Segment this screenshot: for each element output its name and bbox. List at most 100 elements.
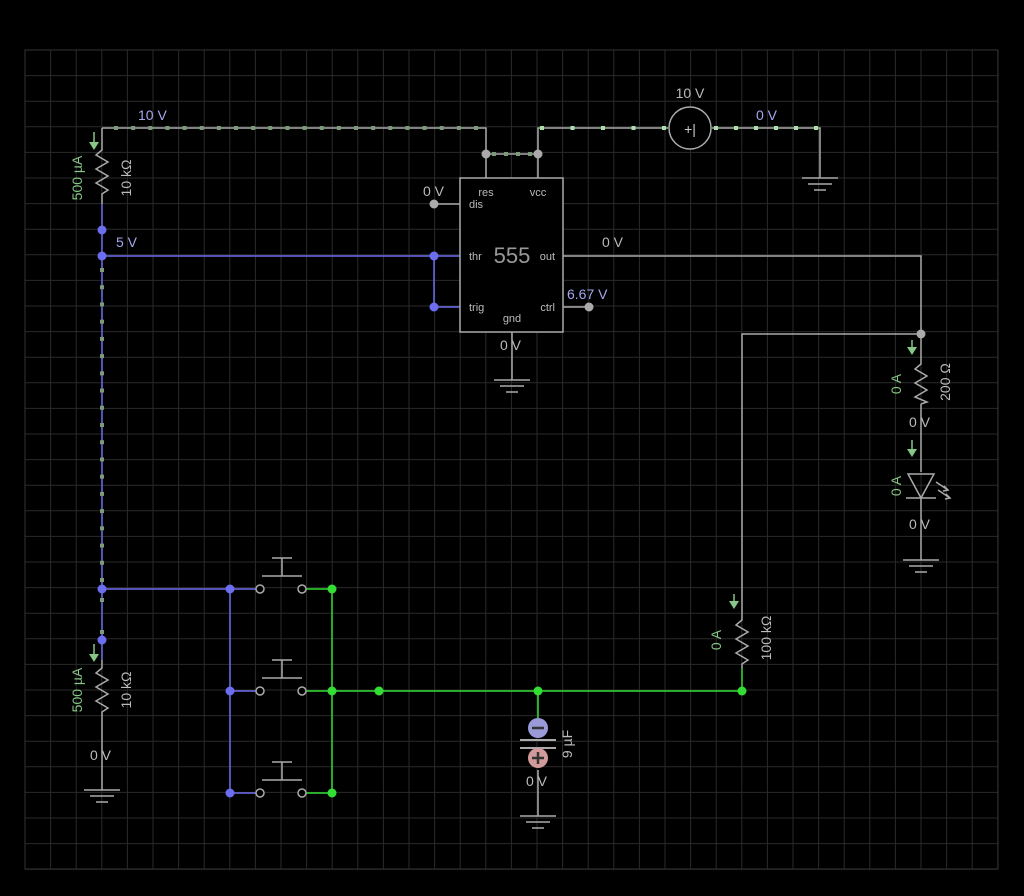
flow-dot: [100, 543, 104, 548]
push-switch-3[interactable]: [255, 761, 307, 798]
labels: 10 V 10 V 0 V 500 µA 10 kΩ 5 V 0 V 0 V 6…: [69, 85, 953, 789]
flow-dot: [371, 126, 376, 130]
ground-555-icon: [494, 379, 530, 393]
ground-cap-icon: [520, 815, 556, 829]
r200-current: 0 A: [888, 373, 904, 394]
resistor-r1[interactable]: [94, 138, 110, 204]
current-arrow-icon: [907, 340, 917, 355]
node: [97, 584, 107, 594]
current-arrow-icon: [89, 644, 99, 662]
wire-source-ground: [712, 127, 821, 178]
flow-dot: [100, 423, 104, 427]
r100k-current: 0 A: [708, 629, 724, 650]
flow-dot: [100, 578, 104, 582]
timer-title: 555: [494, 243, 531, 268]
r1-current: 500 µA: [69, 155, 85, 200]
gnd-voltage: 0 V: [500, 337, 522, 353]
node: [97, 635, 107, 645]
wire-vcc-right: [537, 127, 668, 178]
wire-out: [563, 255, 922, 334]
node: [429, 302, 439, 312]
flow-dot: [516, 152, 520, 156]
led[interactable]: [906, 473, 952, 500]
source-symbol: +|: [684, 121, 696, 137]
pin-trig-label: trig: [469, 302, 484, 314]
wire-r100k-top: [741, 333, 921, 614]
flow-dot: [268, 126, 273, 130]
flow-dot: [148, 126, 153, 130]
capacitor[interactable]: [520, 718, 556, 768]
flow-dot: [388, 126, 393, 130]
flow-dot: [474, 126, 478, 130]
flow-dot: [100, 268, 104, 272]
source-right-voltage: 0 V: [756, 107, 778, 123]
pin-out-label: out: [540, 251, 555, 263]
current-flow-dots: [100, 126, 818, 634]
flow-dot: [814, 126, 818, 130]
r2-value: 10 kΩ: [118, 672, 134, 709]
node: [481, 149, 491, 159]
ground-led-icon: [903, 559, 939, 573]
push-switch-2[interactable]: [255, 659, 307, 696]
node: [97, 225, 107, 235]
r200-bottom-voltage: 0 V: [909, 414, 931, 430]
led-bottom-voltage: 0 V: [909, 516, 931, 532]
flow-dot: [165, 126, 170, 130]
flow-dot: [601, 126, 605, 130]
resistor-200[interactable]: [913, 358, 930, 405]
flow-dot: [100, 509, 104, 514]
node: [327, 686, 337, 696]
flow-dot: [492, 152, 496, 156]
flow-dot: [794, 126, 798, 130]
flow-dot: [285, 126, 290, 130]
flow-dot: [336, 126, 341, 130]
current-arrow-icon: [729, 594, 739, 609]
flow-dot: [570, 126, 575, 130]
led-current: 0 A: [888, 475, 904, 496]
node: [97, 251, 107, 261]
node: [429, 251, 439, 261]
pin-gnd-label: gnd: [503, 313, 521, 325]
cap-bottom-voltage: 0 V: [526, 773, 548, 789]
node: [737, 686, 747, 696]
resistor-r2[interactable]: [94, 660, 110, 714]
ground-source-icon: [802, 177, 838, 191]
push-switch-1[interactable]: [255, 557, 307, 594]
current-arrow-icon: [89, 132, 99, 150]
source-voltage: 10 V: [676, 85, 705, 101]
r100k-value: 100 kΩ: [758, 616, 774, 661]
flow-dot: [504, 152, 508, 156]
flow-dot: [754, 126, 758, 130]
flow-dot: [100, 598, 104, 602]
current-arrows: [89, 132, 917, 662]
current-arrow-icon: [907, 440, 917, 457]
ctrl-voltage: 6.67 V: [567, 286, 608, 302]
voltage-source[interactable]: +|: [668, 106, 712, 150]
flow-dot: [182, 126, 187, 130]
node: [533, 149, 543, 159]
timer-555[interactable]: 555 res vcc dis thr out trig ctrl gnd: [459, 177, 564, 333]
flow-dot: [439, 126, 444, 130]
flow-dot: [100, 440, 104, 445]
ground-r2-icon: [84, 789, 120, 803]
pin-dis-label: dis: [469, 199, 484, 211]
flow-dot: [714, 126, 718, 130]
node: [327, 788, 337, 798]
wire-top-left: [102, 127, 487, 154]
flow-dot: [234, 126, 238, 130]
flow-dot: [631, 126, 636, 130]
flow-dot: [100, 354, 104, 359]
r2-current: 500 µA: [69, 667, 85, 712]
flow-dot: [405, 126, 410, 130]
grid-border: [24, 49, 999, 870]
flow-dot: [100, 405, 104, 410]
resistor-100k[interactable]: [734, 614, 750, 668]
flow-dot: [100, 474, 104, 479]
node: [225, 788, 235, 798]
flow-dot: [734, 126, 738, 130]
node: [916, 329, 926, 339]
flow-dot: [100, 336, 104, 341]
pin-thr-label: thr: [469, 251, 482, 263]
flow-dot: [774, 126, 778, 130]
